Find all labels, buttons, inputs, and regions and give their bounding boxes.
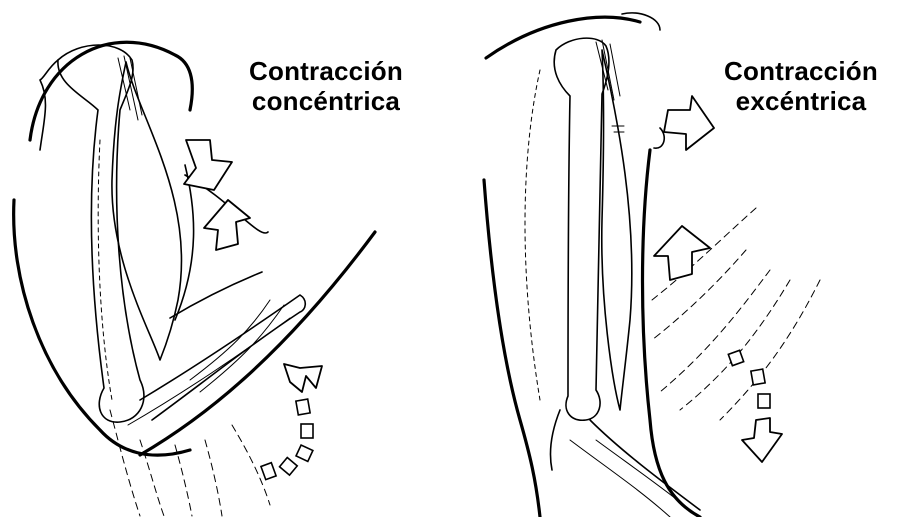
rotation-segment-icon-right [728, 350, 743, 365]
rotation-segment-icon-right [751, 369, 765, 385]
eccentric-title-line2: excéntrica [716, 86, 886, 116]
shoulder-outline-right [486, 17, 640, 58]
concentric-title-line1: Contracción [226, 56, 426, 86]
dashed-line-right-2 [652, 250, 746, 340]
forearm-bone-right [550, 410, 700, 510]
rotation-segment-icon-right [758, 394, 770, 408]
dashed-line-right-4 [680, 280, 790, 410]
biceps-tendon-lines-right [596, 40, 620, 100]
arrow-out-up-icon [654, 226, 710, 280]
eccentric-title-line1: Contracción [716, 56, 886, 86]
forearm-lines-right [570, 440, 690, 517]
biceps-muscle-right [602, 50, 632, 410]
concentric-title: Contracción concéntrica [226, 56, 426, 116]
dashed-arm-right [525, 70, 540, 400]
arm-back-outline-right [484, 180, 540, 517]
shoulder-notch-right [654, 128, 664, 148]
arm-front-outline-right [643, 150, 701, 517]
concentric-title-line2: concéntrica [226, 86, 426, 116]
arrow-out-down-icon [664, 96, 714, 150]
humerus-bone-right [554, 38, 609, 420]
rotation-arrow-head-right-icon [742, 418, 782, 462]
eccentric-title: Contracción excéntrica [716, 56, 886, 116]
